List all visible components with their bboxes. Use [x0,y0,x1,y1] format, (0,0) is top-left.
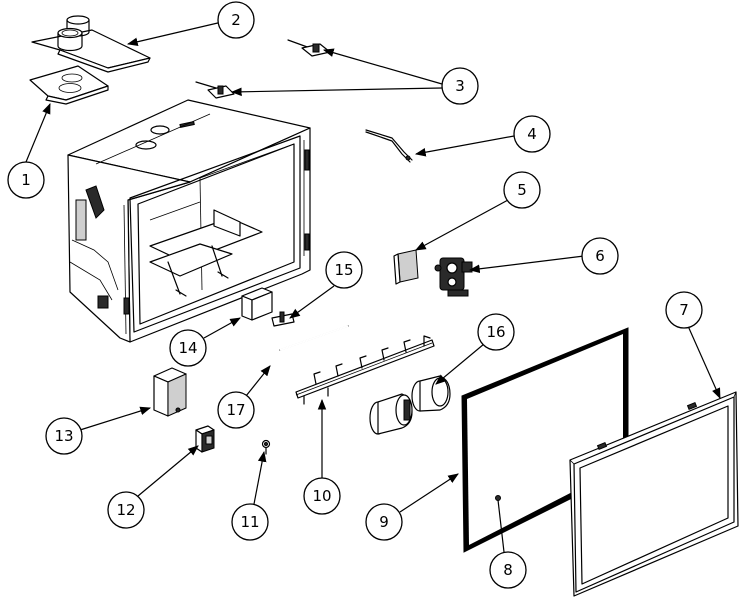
leader-16 [435,343,485,385]
leader-3b [230,87,443,97]
leader-8 [497,499,505,553]
callout-7: 7 [665,291,703,329]
leader-lines [25,21,721,553]
callout-6: 6 [581,237,619,275]
callout-17: 17 [217,391,255,429]
callout-9: 9 [365,503,403,541]
callout-12-label: 12 [116,501,135,519]
leader-15 [289,285,335,319]
leader-5 [415,199,509,251]
part-13-control-module [153,367,187,417]
part-5-cover-plate [393,249,419,285]
callout-8-label: 8 [503,561,513,579]
callout-1-label: 1 [21,171,31,189]
callout-6-label: 6 [595,247,605,265]
part-10-burner-bar [295,335,435,405]
part-17-burner-loop [264,312,366,368]
callout-3-label: 3 [455,77,465,95]
leader-1 [25,103,51,163]
callout-4-label: 4 [527,125,537,143]
leader-12 [137,445,199,497]
callout-10: 10 [303,477,341,515]
callout-5-label: 5 [517,181,527,199]
callout-15: 15 [325,251,363,289]
leader-9 [399,473,459,513]
leader-13 [79,406,152,431]
leader-8-dot [495,495,501,501]
callout-5: 5 [503,171,541,209]
leader-11 [253,450,267,505]
part-15-clip [271,311,295,327]
part-14-bracket [241,287,273,321]
leader-7 [687,325,721,399]
callout-11: 11 [231,503,269,541]
callout-3: 3 [441,67,479,105]
part-9-glass-frame [461,327,629,553]
callout-10-label: 10 [312,487,331,505]
callout-16: 16 [477,313,515,351]
callout-4: 4 [513,115,551,153]
callout-7-label: 7 [679,301,689,319]
leader-14 [203,317,241,339]
leader-3a [322,48,443,85]
callout-9-label: 9 [379,513,389,531]
part-3-lower-bracket [195,81,235,99]
callout-1: 1 [7,161,45,199]
callout-15-label: 15 [334,261,353,279]
callout-12: 12 [107,491,145,529]
callout-8: 8 [489,551,527,589]
callout-2-label: 2 [231,11,241,29]
callout-17-label: 17 [226,401,245,419]
part-3-top-bracket [287,39,331,57]
part-16-blower-assembly [369,375,451,435]
leader-2 [126,21,223,46]
callout-16-label: 16 [486,323,505,341]
callout-14: 14 [169,329,207,367]
part-4-rod [365,129,413,163]
callout-14-label: 14 [178,339,197,357]
part-7-front-trim-frame [569,391,739,597]
part-2-vent-top-plate [31,15,151,73]
leader-17 [245,365,271,397]
callout-11-label: 11 [240,513,259,531]
part-6-gas-valve [434,257,473,297]
firebox-main-body [67,99,311,343]
leader-4 [414,135,515,157]
leader-6 [468,255,585,274]
part-12-switch [195,425,215,453]
part-1-vent-plate [29,65,109,105]
callout-2: 2 [217,1,255,39]
callout-13-label: 13 [54,427,73,445]
callout-13: 13 [45,417,83,455]
